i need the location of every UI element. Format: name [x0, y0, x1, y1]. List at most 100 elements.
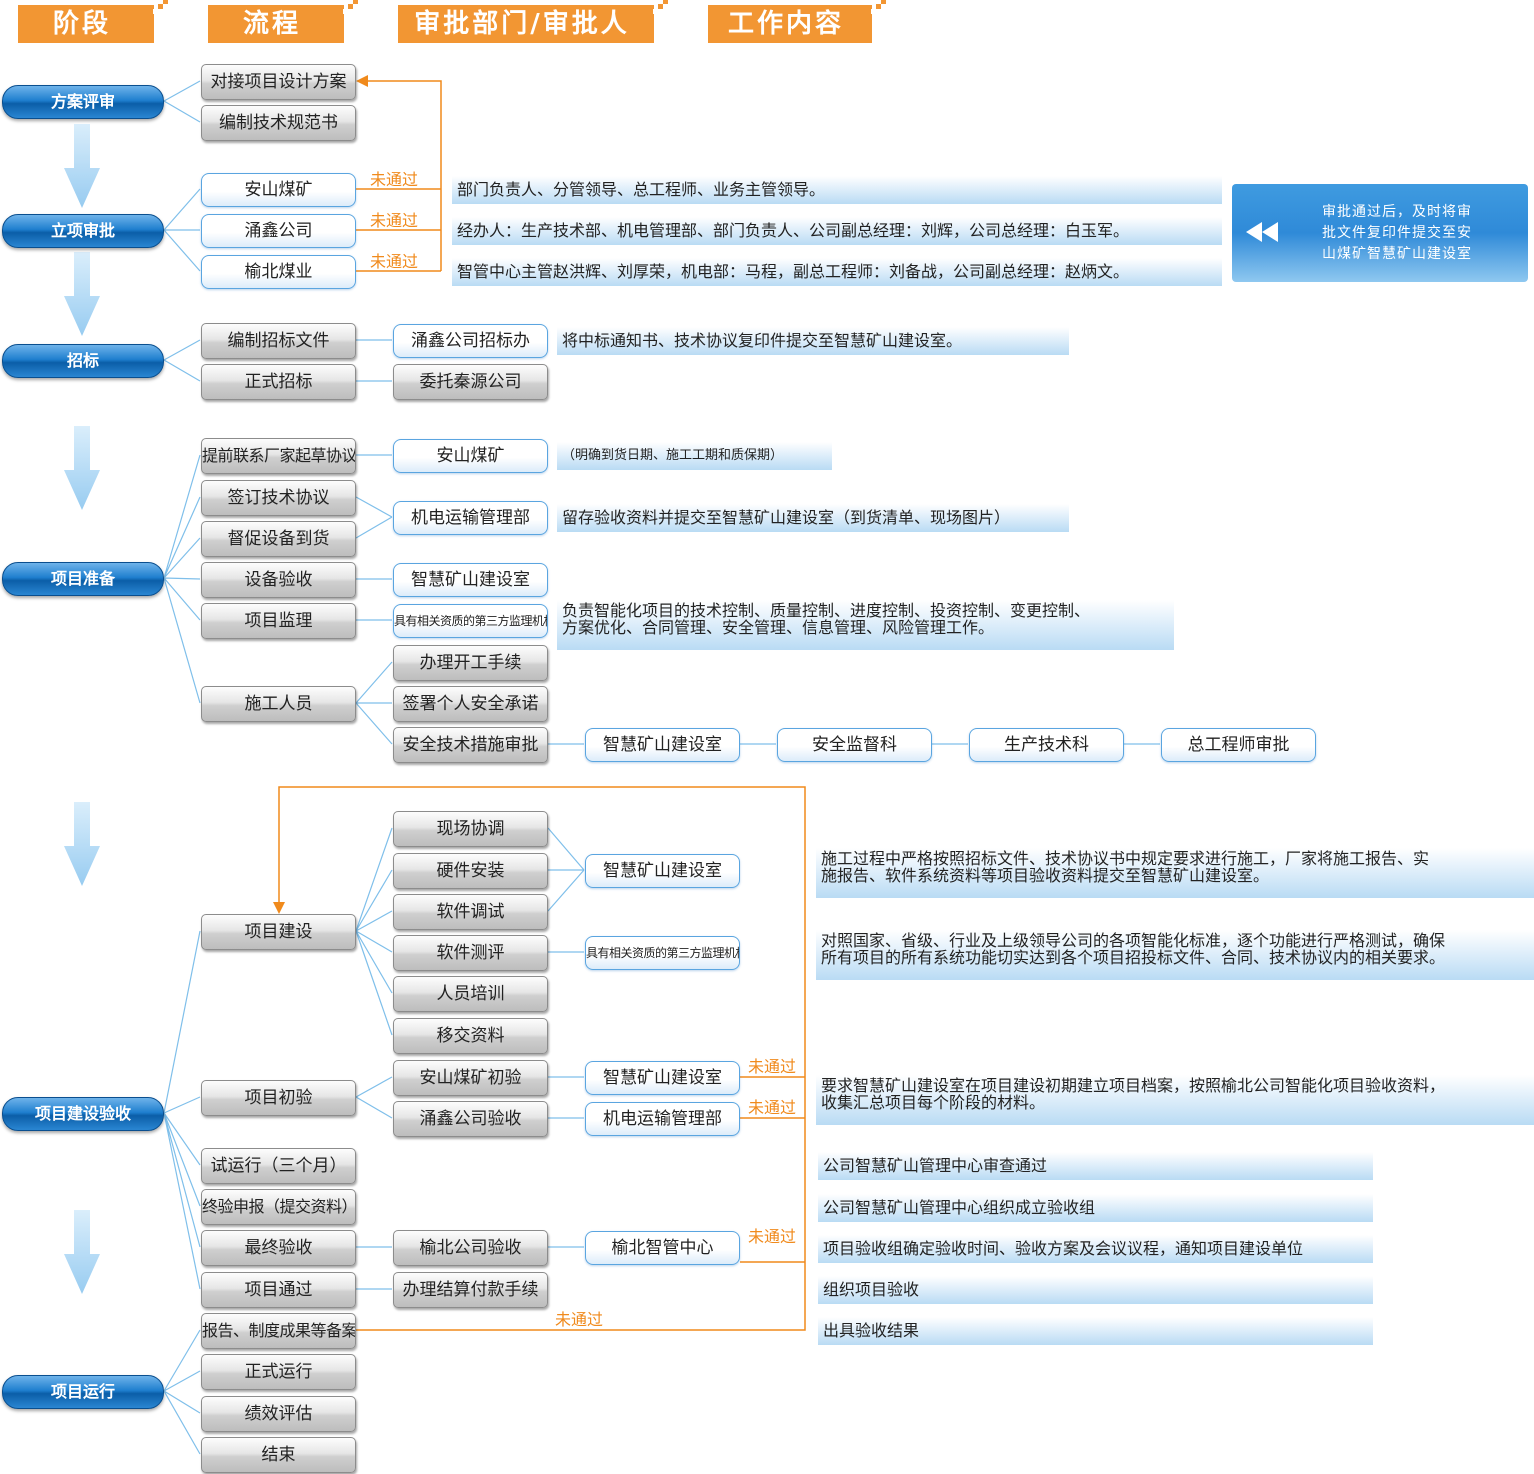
- approval-item[interactable]: 涌鑫公司招标办: [393, 324, 548, 358]
- approval-item[interactable]: 机电运输管理部: [393, 501, 548, 535]
- flow-item[interactable]: 对接项目设计方案: [201, 64, 356, 100]
- flow-item[interactable]: 提前联系厂家起草协议: [201, 438, 356, 474]
- flow-item[interactable]: 设备验收: [201, 562, 356, 598]
- flow-item[interactable]: 试运行（三个月）: [201, 1148, 356, 1184]
- content-line: 施报告、软件系统资料等项目验收资料提交至智慧矿山建设室。: [821, 866, 1270, 885]
- stage-project-operation[interactable]: 项目运行: [2, 1375, 164, 1409]
- flow-item[interactable]: 施工人员: [201, 686, 356, 722]
- stage-project-prep[interactable]: 项目准备: [2, 562, 164, 596]
- content-bar: 组织项目验收: [818, 1276, 1373, 1304]
- content-bar: 将中标通知书、技术协议复印件提交至智慧矿山建设室。: [557, 327, 1069, 355]
- approval-item[interactable]: 现场协调: [393, 811, 548, 847]
- flow-item[interactable]: 报告、制度成果等备案: [201, 1313, 356, 1349]
- approval-item[interactable]: 安全技术措施审批: [393, 727, 548, 763]
- stage-project-approval[interactable]: 立项审批: [2, 214, 164, 248]
- approval-item[interactable]: 委托秦源公司: [393, 364, 548, 400]
- content-line: 收集汇总项目每个阶段的材料。: [821, 1093, 1046, 1112]
- flow-item[interactable]: 终验申报（提交资料）: [201, 1189, 356, 1225]
- approval-item[interactable]: 具有相关资质的第三方监理机构: [585, 936, 740, 970]
- header-content-label: 工作内容: [727, 9, 844, 39]
- header-corner-icon: [338, 0, 358, 19]
- approval-item[interactable]: 涌鑫公司验收: [393, 1101, 548, 1137]
- content-bar: 公司智慧矿山管理中心审查通过: [818, 1152, 1373, 1180]
- content-bar: 经办人：生产技术部、机电管理部、部门负责人、公司副总经理：刘辉，公司总经理：白玉…: [452, 217, 1222, 245]
- approval-chain-item[interactable]: 智慧矿山建设室: [585, 728, 740, 762]
- approval-item[interactable]: 安山煤矿: [393, 439, 548, 473]
- content-bar: 项目验收组确定验收时间、验收方案及会议议程，通知项目建设单位: [818, 1235, 1373, 1263]
- flow-item[interactable]: 项目初验: [201, 1080, 356, 1116]
- flow-item[interactable]: 签订技术协议: [201, 480, 356, 516]
- approval-item[interactable]: 机电运输管理部: [585, 1102, 740, 1136]
- content-line: 要求智慧矿山建设室在项目建设初期建立项目档案，按照榆北公司智能化项目验收资料，: [821, 1076, 1446, 1095]
- callout-line: 审批通过后，及时将审: [1322, 204, 1472, 220]
- callout-line: 批文件复印件提交至安: [1322, 225, 1472, 241]
- fail-loops: [278, 80, 806, 1331]
- flow-item[interactable]: 正式招标: [201, 364, 356, 400]
- content-line: 所有项目的所有系统功能切实达到各个项目招投标文件、合同、技术协议内的相关要求。: [821, 948, 1446, 967]
- fail-label: 未通过: [748, 1098, 797, 1117]
- content-bar: 留存验收资料并提交至智慧矿山建设室（到货清单、现场图片）: [557, 504, 1069, 532]
- flow-item[interactable]: 编制招标文件: [201, 323, 356, 359]
- flow-item[interactable]: 项目通过: [201, 1272, 356, 1308]
- approval-item[interactable]: 榆北智管中心: [585, 1231, 740, 1265]
- header-flow-label: 流程: [242, 9, 301, 39]
- approval-item[interactable]: 签署个人安全承诺: [393, 686, 548, 722]
- approval-chain-item[interactable]: 安全监督科: [777, 728, 932, 762]
- double-left-arrow-icon: [1246, 222, 1278, 242]
- approval-item[interactable]: 软件调试: [393, 894, 548, 930]
- fail-label: 未通过: [748, 1057, 797, 1076]
- approval-callout: 审批通过后，及时将审 批文件复印件提交至安 山煤矿智慧矿山建设室: [1232, 184, 1528, 282]
- approval-item[interactable]: 智慧矿山建设室: [585, 1061, 740, 1095]
- callout-text: 审批通过后，及时将审 批文件复印件提交至安 山煤矿智慧矿山建设室: [1304, 202, 1490, 265]
- approval-chain-item[interactable]: 生产技术科: [969, 728, 1124, 762]
- flow-item[interactable]: 项目建设: [201, 914, 356, 950]
- approval-item[interactable]: 办理结算付款手续: [393, 1272, 548, 1308]
- flow-item[interactable]: 最终验收: [201, 1230, 356, 1266]
- header-stage: 阶段: [18, 0, 168, 43]
- fail-label: 未通过: [370, 211, 419, 230]
- approval-item[interactable]: 具有相关资质的第三方监理机构: [393, 604, 548, 638]
- header-flow: 流程: [208, 0, 358, 43]
- content-bar: 负责智能化项目的技术控制、质量控制、进度控制、投资控制、变更控制、 方案优化、合…: [557, 600, 1174, 650]
- approval-item[interactable]: 安山煤矿初验: [393, 1060, 548, 1096]
- header-content: 工作内容: [708, 0, 886, 43]
- header-corner-icon: [148, 0, 168, 19]
- content-line: 负责智能化项目的技术控制、质量控制、进度控制、投资控制、变更控制、: [562, 601, 1091, 620]
- content-bar: 部门负责人、分管领导、总工程师、业务主管领导。: [452, 176, 1222, 204]
- approval-node-yubei[interactable]: 榆北煤业: [201, 255, 356, 289]
- stage-scheme-review[interactable]: 方案评审: [2, 85, 164, 119]
- content-bar: 公司智慧矿山管理中心组织成立验收组: [818, 1194, 1373, 1222]
- fail-label: 未通过: [748, 1227, 797, 1246]
- blue-links: [163, 80, 1160, 1455]
- fail-label: 未通过: [555, 1310, 604, 1329]
- approval-node-yongxin[interactable]: 涌鑫公司: [201, 214, 356, 248]
- flow-item[interactable]: 正式运行: [201, 1354, 356, 1390]
- header-approval-label: 审批部门/审批人: [414, 9, 630, 39]
- flow-item[interactable]: 督促设备到货: [201, 521, 356, 557]
- content-bar: 出具验收结果: [818, 1317, 1373, 1345]
- approval-item[interactable]: 移交资料: [393, 1018, 548, 1054]
- stage-tender[interactable]: 招标: [2, 344, 164, 378]
- approval-node-anshan[interactable]: 安山煤矿: [201, 173, 356, 207]
- approval-chain-item[interactable]: 总工程师审批: [1161, 728, 1316, 762]
- content-bar: 要求智慧矿山建设室在项目建设初期建立项目档案，按照榆北公司智能化项目验收资料， …: [816, 1075, 1534, 1125]
- header-approval: 审批部门/审批人: [398, 0, 668, 43]
- flow-item[interactable]: 绩效评估: [201, 1396, 356, 1432]
- approval-item[interactable]: 智慧矿山建设室: [393, 563, 548, 597]
- content-bar: （明确到货日期、施工工期和质保期）: [557, 442, 832, 470]
- flow-item[interactable]: 项目监理: [201, 603, 356, 639]
- approval-item[interactable]: 软件测评: [393, 935, 548, 971]
- callout-line: 山煤矿智慧矿山建设室: [1322, 246, 1472, 262]
- approval-item[interactable]: 硬件安装: [393, 853, 548, 889]
- flow-item[interactable]: 结束: [201, 1437, 356, 1473]
- approval-item[interactable]: 办理开工手续: [393, 645, 548, 681]
- approval-item[interactable]: 榆北公司验收: [393, 1230, 548, 1266]
- content-line: 对照国家、省级、行业及上级领导公司的各项智能化标准，逐个功能进行严格测试，确保: [821, 931, 1446, 950]
- approval-item[interactable]: 人员培训: [393, 976, 548, 1012]
- stage-construction-acceptance[interactable]: 项目建设验收: [2, 1097, 164, 1131]
- approval-item[interactable]: 智慧矿山建设室: [585, 854, 740, 888]
- fail-label: 未通过: [370, 252, 419, 271]
- header-stage-label: 阶段: [52, 9, 111, 39]
- flow-item[interactable]: 编制技术规范书: [201, 105, 356, 141]
